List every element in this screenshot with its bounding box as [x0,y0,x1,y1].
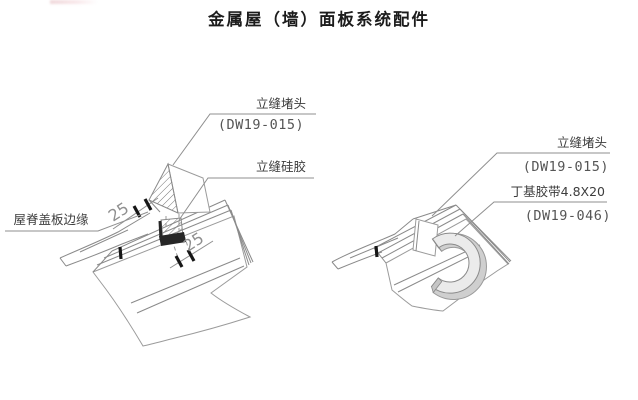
label-text: 屋脊盖板边缘 [13,212,89,227]
label-text: 立缝堵头 [256,96,306,111]
label-code: (DW19-046) [525,208,611,224]
dim-text: 25 [105,198,132,225]
left-figure: 25 25 屋脊盖板边缘 立缝堵头 (DW19-015) [5,96,316,347]
seam-plug-wedge [148,162,211,214]
label-text: 丁基胶带4.8X20 [511,184,605,199]
label-seam-silicone: 立缝硅胶 [178,159,314,221]
label-seam-plug-left: 立缝堵头 (DW19-015) [172,96,316,166]
ridge-cover-plate [59,212,151,267]
label-text: 立缝堵头 [557,135,607,150]
label-ridge-cover-edge: 屋脊盖板边缘 [5,211,149,232]
roof-panel [92,199,254,347]
label-butyl-tape: 丁基胶带4.8X20 (DW19-046) [454,184,611,237]
seam-plug-tab [412,218,439,257]
label-seam-plug-right: 立缝堵头 (DW19-015) [431,135,610,217]
seam-end-mark [118,246,123,260]
label-code: (DW19-015) [523,159,609,175]
label-code: (DW19-015) [218,117,304,133]
seam-end-mark [374,245,379,258]
red-stamp-remnant [50,0,98,4]
label-text: 立缝硅胶 [256,159,306,174]
butyl-tape [430,232,487,300]
seam-silicone-insert [158,217,186,246]
right-figure: 立缝堵头 (DW19-015) 丁基胶带4.8X20 (DW19-046) [331,135,611,312]
page-title: 金属屋（墙）面板系统配件 [208,10,430,29]
